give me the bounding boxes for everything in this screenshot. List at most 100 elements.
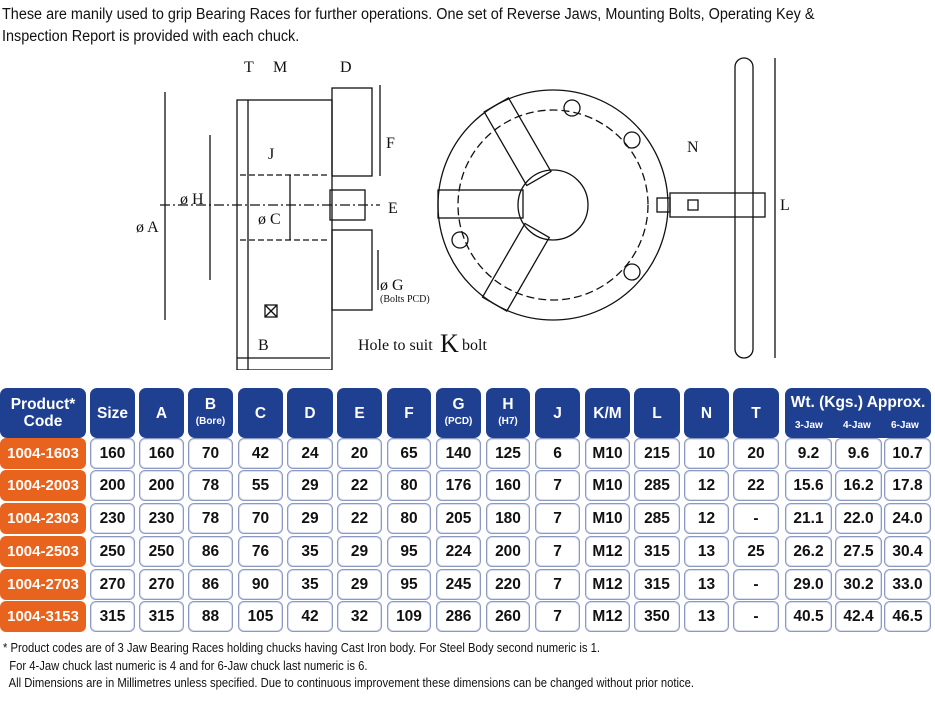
footnote: For 4-Jaw chuck last numeric is 4 and fo… <box>3 658 368 673</box>
col-header-label: A <box>155 404 168 422</box>
table-cell: 7 <box>535 536 580 567</box>
table-cell: 22 <box>733 470 779 501</box>
product-code: 1004-3153 <box>0 601 86 632</box>
table-cell: 160 <box>90 438 135 469</box>
table-cell: 78 <box>188 470 233 501</box>
table-cell: 46.5 <box>884 601 931 632</box>
table-cell: 315 <box>634 569 680 600</box>
col-header: Size <box>90 388 135 438</box>
table-cell: 230 <box>90 503 135 534</box>
weight-header: Wt. (Kgs.) Approx. <box>785 388 931 438</box>
col-header: L <box>634 388 680 438</box>
table-cell: 160 <box>139 438 184 469</box>
table-cell: 42.4 <box>835 601 882 632</box>
table-cell: 86 <box>188 536 233 567</box>
intro-text: These are manily used to grip Bearing Ra… <box>2 4 872 48</box>
table-cell: - <box>733 601 779 632</box>
col-header: E <box>337 388 382 438</box>
label-h: ø H <box>180 191 204 208</box>
label-b: B <box>258 337 269 354</box>
table-cell: 13 <box>684 536 729 567</box>
table-cell: - <box>733 569 779 600</box>
table-cell: 286 <box>436 601 481 632</box>
table-cell: 224 <box>436 536 481 567</box>
table-cell: 22 <box>337 503 382 534</box>
col-header: B(Bore) <box>188 388 233 438</box>
table-cell: 250 <box>139 536 184 567</box>
table-cell: 32 <box>337 601 382 632</box>
table-cell: 315 <box>90 601 135 632</box>
intro-line: Inspection Report is provided with each … <box>2 28 300 45</box>
weight-sub-header: 4-Jaw <box>843 420 871 431</box>
table-cell: 220 <box>486 569 530 600</box>
label-l: L <box>780 197 790 214</box>
col-header-label: G <box>452 396 465 413</box>
table-cell: 42 <box>238 438 283 469</box>
label-g: ø G <box>380 277 404 294</box>
col-header: F <box>387 388 431 438</box>
label-t: T <box>244 59 254 76</box>
table-cell: 65 <box>387 438 431 469</box>
table-cell: 200 <box>139 470 184 501</box>
table-cell: 109 <box>387 601 431 632</box>
table-cell: 27.5 <box>835 536 882 567</box>
table-cell: 315 <box>139 601 184 632</box>
table-cell: 270 <box>90 569 135 600</box>
table-cell: 105 <box>238 601 283 632</box>
col-header-label: C <box>254 404 267 422</box>
table-cell: 9.6 <box>835 438 882 469</box>
col-header: D <box>287 388 333 438</box>
table-cell: 29 <box>287 503 333 534</box>
table-cell: 86 <box>188 569 233 600</box>
table-cell: 70 <box>188 438 233 469</box>
table-cell: - <box>733 503 779 534</box>
table-cell: 230 <box>139 503 184 534</box>
table-cell: 7 <box>535 470 580 501</box>
product-code: 1004-2703 <box>0 569 86 600</box>
label-j: J <box>268 146 274 163</box>
table-cell: M10 <box>585 438 630 469</box>
label-f: F <box>386 135 395 152</box>
intro-line: These are manily used to grip Bearing Ra… <box>2 6 815 23</box>
table-cell: 7 <box>535 503 580 534</box>
col-header-label: N <box>700 404 713 422</box>
table-cell: 78 <box>188 503 233 534</box>
table-cell: M10 <box>585 503 630 534</box>
table-cell: 22 <box>337 470 382 501</box>
label-a: ø A <box>136 219 159 236</box>
table-cell: 180 <box>486 503 530 534</box>
table-cell: 12 <box>684 470 729 501</box>
col-header-sub: (H7) <box>498 416 518 427</box>
table-cell: 29 <box>337 536 382 567</box>
table-cell: 6 <box>535 438 580 469</box>
table-cell: 22.0 <box>835 503 882 534</box>
table-cell: 250 <box>90 536 135 567</box>
label-k: K <box>440 329 459 358</box>
label-d: D <box>340 59 352 76</box>
col-header-label: E <box>354 404 365 422</box>
table-cell: 70 <box>238 503 283 534</box>
table-cell: 80 <box>387 503 431 534</box>
col-header-label: F <box>404 404 414 422</box>
product-code: 1004-2303 <box>0 503 86 534</box>
table-cell: 160 <box>486 470 530 501</box>
table-cell: M12 <box>585 601 630 632</box>
side-view <box>160 85 381 370</box>
col-header: A <box>139 388 184 438</box>
table-cell: 80 <box>387 470 431 501</box>
col-header: C <box>238 388 283 438</box>
label-e: E <box>388 200 398 217</box>
table-cell: 350 <box>634 601 680 632</box>
col-header-label: T <box>751 404 761 422</box>
col-header-label: Product* <box>10 396 76 413</box>
col-header-label: Size <box>96 404 128 422</box>
table-cell: 30.2 <box>835 569 882 600</box>
table-cell: 16.2 <box>835 470 882 501</box>
table-cell: 205 <box>436 503 481 534</box>
table-cell: 55 <box>238 470 283 501</box>
table-cell: 13 <box>684 601 729 632</box>
label-m: M <box>273 59 287 76</box>
product-code: 1004-1603 <box>0 438 86 469</box>
table-cell: 35 <box>287 536 333 567</box>
table-cell: 285 <box>634 470 680 501</box>
